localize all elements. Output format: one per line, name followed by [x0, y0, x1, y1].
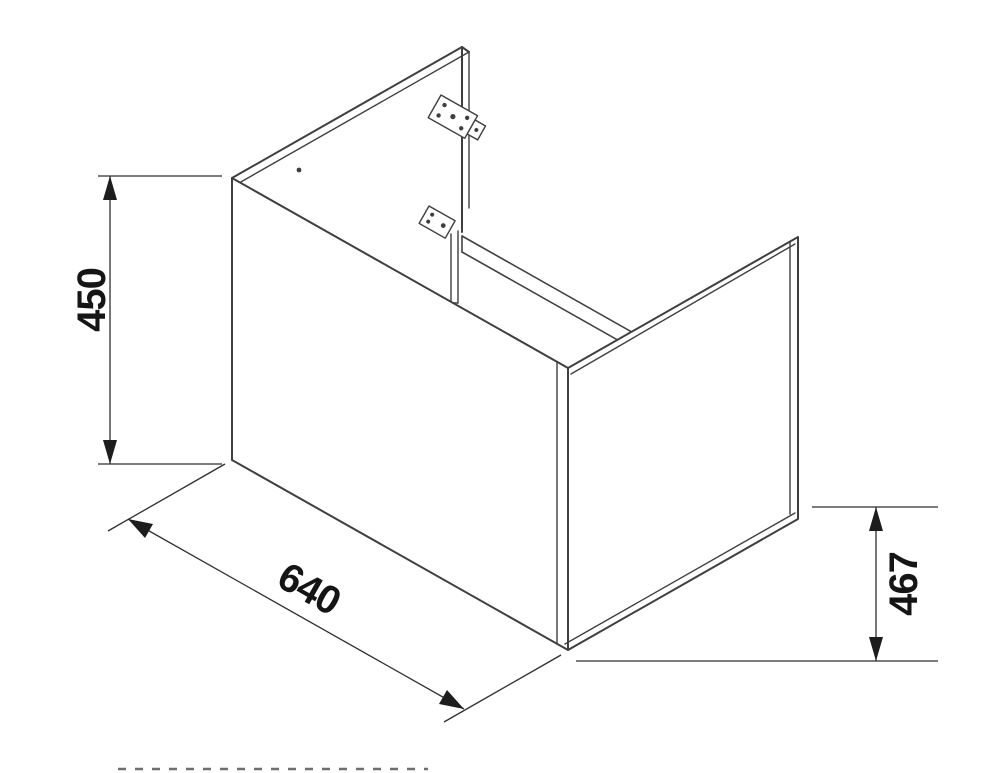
- mounting-bracket-top: [427, 94, 487, 141]
- extension-line: [443, 654, 562, 723]
- arrowhead-up: [103, 176, 117, 200]
- right-panel-face: [567, 236, 799, 651]
- cabinet-drawing: [231, 46, 799, 651]
- bracket-screw-dot: [426, 219, 431, 224]
- bracket-screw-dot: [464, 115, 470, 121]
- bracket-screw-dot: [442, 102, 447, 108]
- arrowhead-left: [128, 519, 153, 538]
- extension-line: [107, 463, 226, 532]
- arrowhead-up: [869, 507, 883, 531]
- right-panel-bottom-inner-edge: [564, 512, 796, 645]
- dimension-label-height-left: 450: [70, 268, 114, 332]
- arrowhead-right: [439, 690, 464, 709]
- bracket-screw-dot: [436, 113, 441, 118]
- bracket-screw-dot: [430, 212, 435, 217]
- mounting-bracket-bottom: [418, 205, 459, 304]
- right-panel-top-inner-edge: [570, 243, 796, 375]
- dimension-depth-right: 467: [576, 506, 938, 662]
- bracket-screw-dot: [459, 126, 464, 131]
- bracket-screw-dot: [450, 114, 456, 120]
- dimension-line: [127, 518, 465, 710]
- bracket-plate: [418, 205, 456, 239]
- right-side-panel: [564, 236, 799, 651]
- left-side-panel: [231, 46, 470, 233]
- dimension-label-depth-right: 467: [882, 552, 926, 616]
- screw-hole-dot: [296, 167, 302, 173]
- left-panel-top-cap: [461, 46, 470, 53]
- bracket-screw-dot: [474, 127, 479, 132]
- left-panel-top-edge: [231, 46, 463, 179]
- dimension-height-left: 450: [70, 175, 222, 465]
- arrowhead-down: [869, 637, 883, 661]
- bracket-screw-dot: [440, 223, 446, 228]
- arrowhead-down: [103, 440, 117, 464]
- left-panel-top-inner-edge: [238, 51, 470, 184]
